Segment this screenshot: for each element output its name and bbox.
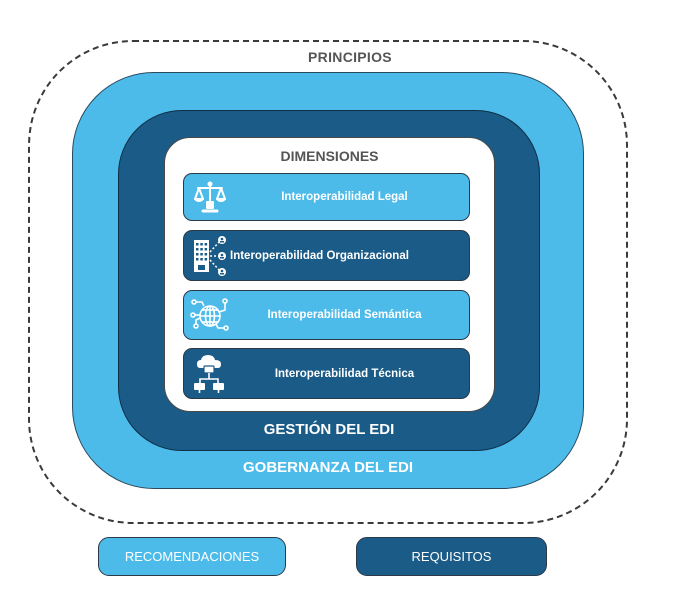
principles-boundary (28, 40, 628, 524)
dimension-technical: Interoperabilidad Técnica (183, 348, 470, 399)
requirements-legend: REQUISITOS (356, 537, 547, 576)
dimension-organizational: Interoperabilidad Organizacional (183, 230, 470, 281)
dimension-label: Interoperabilidad Técnica (274, 367, 415, 380)
dimension-label: Interoperabilidad Semántica (267, 309, 422, 321)
dimension-legal: Interoperabilidad Legal (183, 173, 470, 221)
cloud-network-icon (190, 354, 230, 394)
dimension-label: Interoperabilidad Organizacional (230, 249, 409, 262)
dimensions-title: DIMENSIONES (280, 148, 379, 164)
globe-circuit-icon (190, 295, 230, 335)
dimension-label: Interoperabilidad Legal (281, 191, 408, 203)
scales-icon (190, 177, 230, 217)
management-label: GESTIÓN DEL EDI (263, 421, 395, 438)
principles-label: PRINCIPIOS (308, 49, 392, 65)
building-network-icon (190, 235, 230, 276)
dimension-semantic: Interoperabilidad Semántica (183, 290, 470, 340)
governance-label: GOBERNANZA DEL EDI (242, 459, 413, 476)
recommendations-legend: RECOMENDACIONES (98, 537, 286, 576)
